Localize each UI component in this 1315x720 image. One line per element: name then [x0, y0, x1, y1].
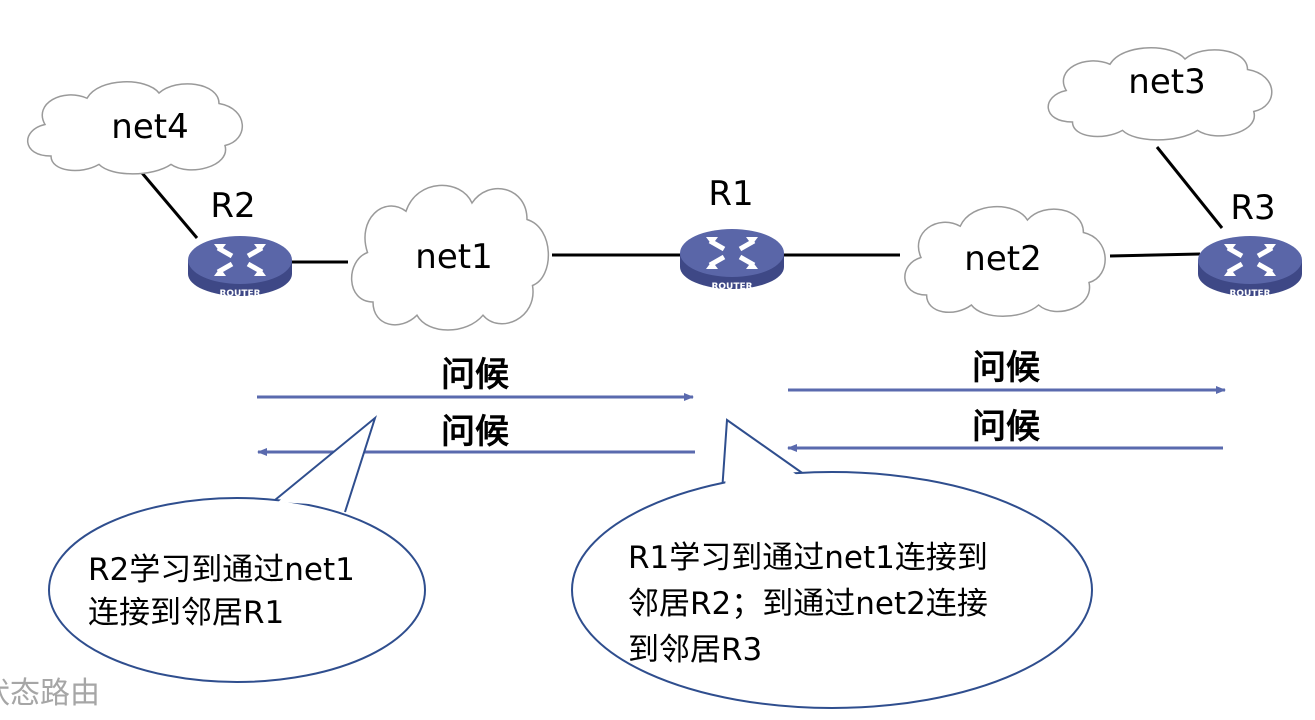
- router-badge: ROUTER: [219, 289, 260, 299]
- hello-label: 问候: [441, 412, 510, 452]
- router-label: R1: [708, 174, 753, 214]
- hello-label: 问候: [972, 407, 1041, 447]
- hello-label: 问候: [972, 348, 1041, 388]
- cloud-net4: net4: [26, 80, 244, 175]
- callout-r1: R1学习到通过net1连接到 邻居R2；到通过net2连接 到邻居R3: [571, 418, 1093, 709]
- router-label: R3: [1230, 188, 1275, 228]
- net2-label: net2: [964, 239, 1041, 279]
- link-net3-r3: [1155, 146, 1224, 229]
- net4-label: net4: [111, 107, 188, 147]
- callout-line: 邻居R2；到通过net2连接: [628, 586, 988, 622]
- links: [135, 146, 1224, 264]
- router-r3: ROUTER R3: [1198, 188, 1302, 299]
- callout-r2: R2学习到通过net1 连接到邻居R1: [48, 415, 426, 683]
- callout-line: R2学习到通过net1: [88, 552, 355, 588]
- callout-line: R1学习到通过net1连接到: [628, 540, 988, 576]
- link-net2-r3: [1109, 252, 1201, 258]
- router-badge: ROUTER: [1229, 289, 1270, 299]
- router-r1: ROUTER R1: [680, 174, 784, 292]
- callout-line: 连接到邻居R1: [88, 595, 284, 631]
- link-net4-r2: [135, 166, 199, 239]
- footer-title: 状态路由: [0, 676, 100, 711]
- router-label: R2: [210, 186, 255, 226]
- cloud-net1: net1: [350, 184, 550, 332]
- net1-label: net1: [415, 237, 492, 277]
- router-r2: ROUTER R2: [188, 186, 292, 299]
- router-badge: ROUTER: [711, 282, 752, 292]
- cloud-net2: net2: [903, 205, 1107, 318]
- callout-line: 到邻居R3: [628, 632, 762, 668]
- hello-arrows: [257, 386, 1226, 456]
- cloud-net3: net3: [1047, 46, 1273, 141]
- hello-label: 问候: [441, 355, 510, 395]
- net3-label: net3: [1128, 62, 1205, 102]
